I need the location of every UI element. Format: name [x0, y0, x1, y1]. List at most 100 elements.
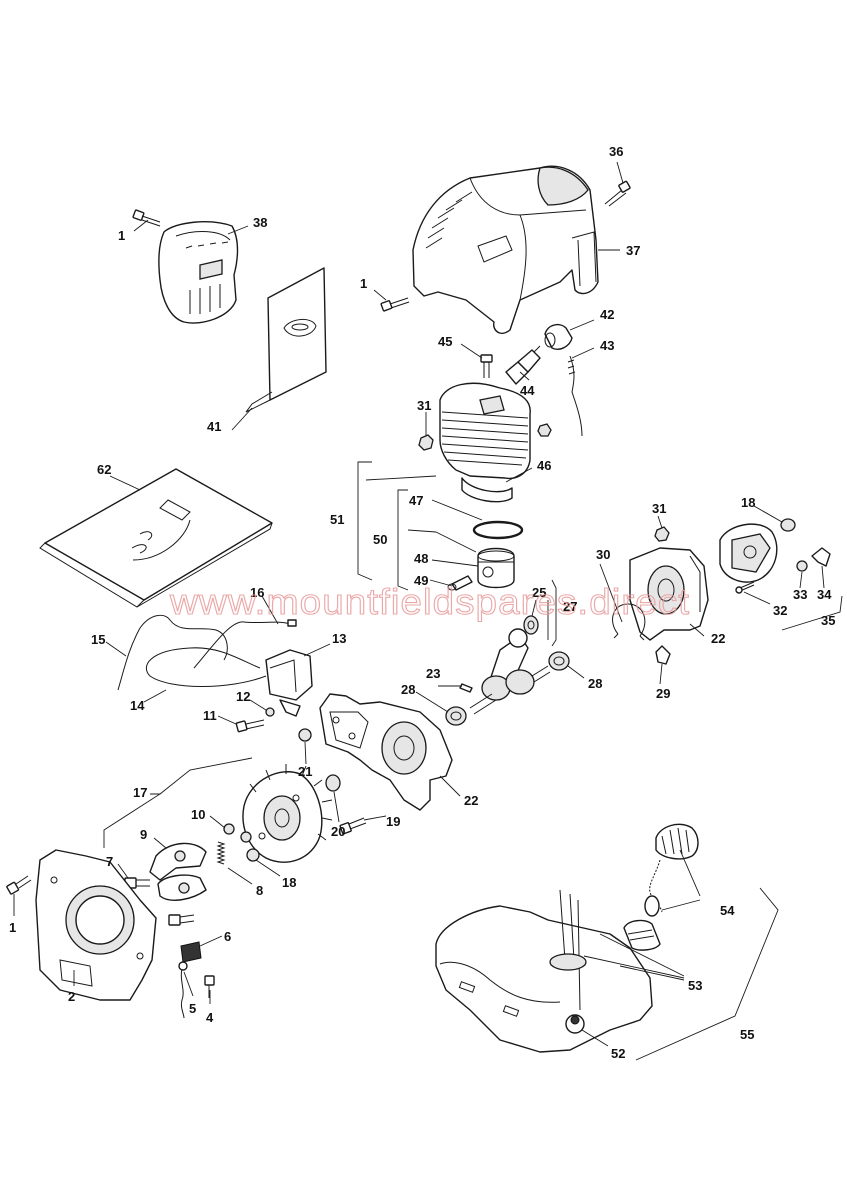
- part-15-fuel-tube: [117, 614, 228, 691]
- part-17-flywheel: [242, 764, 333, 863]
- part-7-bolt-b: [168, 914, 195, 926]
- callout-52: 52: [611, 1046, 625, 1061]
- callout-2: 2: [68, 989, 75, 1004]
- callout-19: 19: [386, 814, 400, 829]
- callout-41: 41: [207, 419, 221, 434]
- callout-44: 44: [520, 383, 535, 398]
- leader-lines: [13, 161, 843, 1061]
- part-27-crankshaft: [469, 628, 551, 715]
- part-28-bearing-b: [548, 651, 570, 671]
- part-47-piston-ring: [472, 520, 524, 540]
- part-22-crankcase-rear: [319, 693, 453, 811]
- part-55-fuel-tank: [435, 905, 661, 1053]
- callout-55: 55: [740, 1027, 754, 1042]
- part-8-spring: [216, 841, 226, 865]
- part-1-screw-b: [380, 297, 410, 312]
- part-1-screw-a: [132, 209, 161, 227]
- part-35-clutch-hub: [719, 523, 778, 583]
- part-20-washer: [325, 774, 341, 792]
- part-31-nut-c: [654, 526, 670, 542]
- callout-37: 37: [626, 243, 640, 258]
- callout-51: 51: [330, 512, 344, 527]
- part-30-circlip: [612, 603, 646, 641]
- callout-54: 54: [720, 903, 735, 918]
- part-46-cylinder: [439, 382, 531, 503]
- part-34-lever: [811, 547, 831, 567]
- callout-49: 49: [414, 573, 428, 588]
- callout-5: 5: [189, 1001, 196, 1016]
- part-37-engine-cover: [412, 165, 599, 334]
- callout-12: 12: [236, 689, 250, 704]
- part-18-washer-a: [240, 831, 260, 862]
- callout-33: 33: [793, 587, 807, 602]
- callout-1: 1: [360, 276, 367, 291]
- part-33-washer: [796, 560, 808, 572]
- callout-18: 18: [741, 495, 755, 510]
- callout-7: 7: [106, 854, 113, 869]
- callout-1: 1: [118, 228, 125, 243]
- callout-31: 31: [652, 501, 666, 516]
- part-2-clutch-housing: [35, 849, 157, 1001]
- part-54-fuel-cap: [644, 823, 699, 917]
- part-48-piston: [477, 547, 515, 589]
- part-45-bolt: [480, 354, 493, 378]
- callout-25: 25: [532, 585, 546, 600]
- part-31-nut-a: [418, 434, 434, 451]
- callout-32: 32: [773, 603, 787, 618]
- part-28-bearing-a: [445, 706, 467, 726]
- part-5-wire: [178, 961, 188, 1019]
- callout-34: 34: [817, 587, 832, 602]
- callout-17: 17: [133, 785, 147, 800]
- callout-6: 6: [224, 929, 231, 944]
- callout-18: 18: [282, 875, 296, 890]
- watermark-url: www.mountfieldspares.direct: [169, 581, 690, 622]
- part-18-spring-b: [780, 518, 796, 532]
- part-9-clutch-shoes: [149, 842, 207, 901]
- callout-31: 31: [417, 398, 431, 413]
- callout-28: 28: [401, 682, 415, 697]
- callout-46: 46: [537, 458, 551, 473]
- callout-1: 1: [9, 920, 16, 935]
- callout-21: 21: [298, 764, 312, 779]
- callout-23: 23: [426, 666, 440, 681]
- callout-8: 8: [256, 883, 263, 898]
- part-29-clip: [655, 645, 671, 665]
- part-62-manual: [39, 468, 273, 608]
- callout-30: 30: [596, 547, 610, 562]
- part-53-fuel-pipes: [549, 889, 587, 1011]
- callout-13: 13: [332, 631, 346, 646]
- callout-22: 22: [464, 793, 478, 808]
- part-31-nut-b: [537, 423, 552, 437]
- callout-36: 36: [609, 144, 623, 159]
- part-52-fuel-filter: [565, 1014, 585, 1034]
- part-16-stop-wire: [193, 619, 297, 669]
- callout-27: 27: [563, 599, 577, 614]
- callout-10: 10: [191, 807, 205, 822]
- part-12-washer: [265, 707, 275, 717]
- part-42-plug-cap: [544, 323, 573, 350]
- callout-38: 38: [253, 215, 267, 230]
- callout-48: 48: [414, 551, 428, 566]
- part-11-screw: [235, 719, 265, 733]
- part-36-screw: [604, 180, 631, 207]
- callout-43: 43: [600, 338, 614, 353]
- part-14-ht-wire: [145, 647, 267, 687]
- part-41-heat-shield: [245, 267, 327, 413]
- part-22-crankcase-front: [629, 547, 709, 641]
- callout-11: 11: [203, 708, 217, 723]
- part-32-screw: [735, 581, 755, 594]
- callout-53: 53: [688, 978, 702, 993]
- part-10-washer: [223, 823, 235, 835]
- part-4-screw: [204, 975, 215, 998]
- callout-4: 4: [206, 1010, 214, 1025]
- callout-35: 35: [821, 613, 835, 628]
- part-19-screw: [339, 817, 367, 835]
- callout-9: 9: [140, 827, 147, 842]
- part-43-ht-lead: [567, 355, 583, 437]
- callout-47: 47: [409, 493, 423, 508]
- part-21-washer: [298, 728, 312, 742]
- part-1-screw-c: [6, 875, 32, 895]
- callout-45: 45: [438, 334, 452, 349]
- callouts: 1 1 1 2 4 5 6 7 8 9 10 11 12 13 14 15 16…: [9, 144, 835, 1061]
